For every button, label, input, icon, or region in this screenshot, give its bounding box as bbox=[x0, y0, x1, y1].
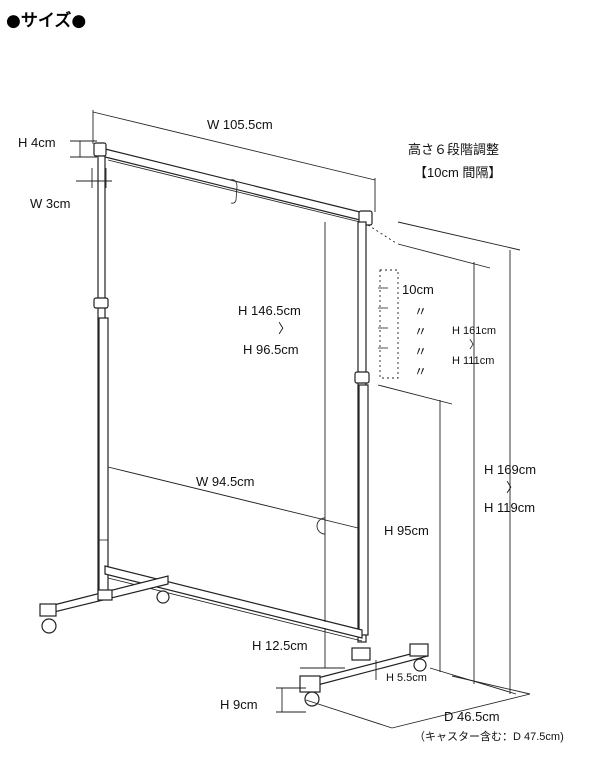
dimension-lines bbox=[70, 110, 531, 729]
left-base-foot-back bbox=[97, 589, 113, 601]
lower-cross-bar bbox=[104, 565, 363, 639]
height-adjust-interval: 【10cm 間隔】 bbox=[414, 165, 501, 180]
label-ditto-2: 〃 bbox=[414, 324, 427, 339]
label-hang-height-min: H 96.5cm bbox=[243, 342, 299, 357]
label-total-height-tilde: 〉 bbox=[506, 480, 519, 495]
label-foot-height: H 5.5cm bbox=[386, 672, 427, 684]
label-total-height-max: H 169cm bbox=[484, 462, 536, 477]
label-top-width: W 105.5cm bbox=[207, 117, 273, 132]
label-step: 10cm bbox=[402, 282, 434, 297]
label-bar-width: W 3cm bbox=[30, 196, 70, 211]
right-pole-lower bbox=[358, 384, 369, 636]
top-bar bbox=[100, 147, 369, 223]
label-ditto-4: 〃 bbox=[414, 364, 427, 379]
height-adjust-title: 高さ６段階調整 bbox=[408, 142, 499, 157]
label-pole-height-max: H 161cm bbox=[452, 325, 496, 337]
label-inner-width: W 94.5cm bbox=[196, 474, 255, 489]
label-bar-height: H 4cm bbox=[18, 135, 56, 150]
label-lower-bar-height: H 12.5cm bbox=[252, 638, 308, 653]
left-front-caster bbox=[41, 618, 57, 634]
size-section-title: ●サイズ● bbox=[6, 10, 86, 31]
label-ditto-1: 〃 bbox=[414, 304, 427, 319]
right-front-caster bbox=[304, 691, 320, 707]
label-depth: D 46.5cm bbox=[444, 709, 500, 724]
label-hang-height-tilde: 〉 bbox=[278, 321, 291, 336]
right-pole-foot bbox=[351, 647, 371, 661]
hanger-hook bbox=[229, 179, 238, 204]
label-total-height-min: H 119cm bbox=[484, 500, 535, 515]
label-depth-with-caster: （キャスター含む：D 47.5cm) bbox=[414, 729, 564, 743]
label-pole-height-min: H 111cm bbox=[452, 355, 494, 367]
label-pole-height-tilde: 〉 bbox=[469, 338, 480, 351]
label-caster-height: H 9cm bbox=[220, 697, 258, 712]
left-adjust-knob bbox=[93, 297, 109, 309]
label-side-height: H 95cm bbox=[384, 523, 429, 538]
label-ditto-3: 〃 bbox=[414, 344, 427, 359]
right-back-caster bbox=[413, 658, 427, 672]
left-end-cap bbox=[93, 142, 107, 157]
left-pole-lower bbox=[98, 317, 109, 599]
label-hang-height-max: H 146.5cm bbox=[238, 303, 301, 318]
right-base-foot bbox=[299, 675, 321, 693]
hanger-rack-illustration bbox=[39, 142, 429, 707]
right-base-foot-back bbox=[409, 643, 429, 657]
left-base-foot bbox=[39, 603, 57, 617]
left-back-caster bbox=[156, 590, 170, 604]
right-adjust-knob bbox=[354, 371, 370, 384]
